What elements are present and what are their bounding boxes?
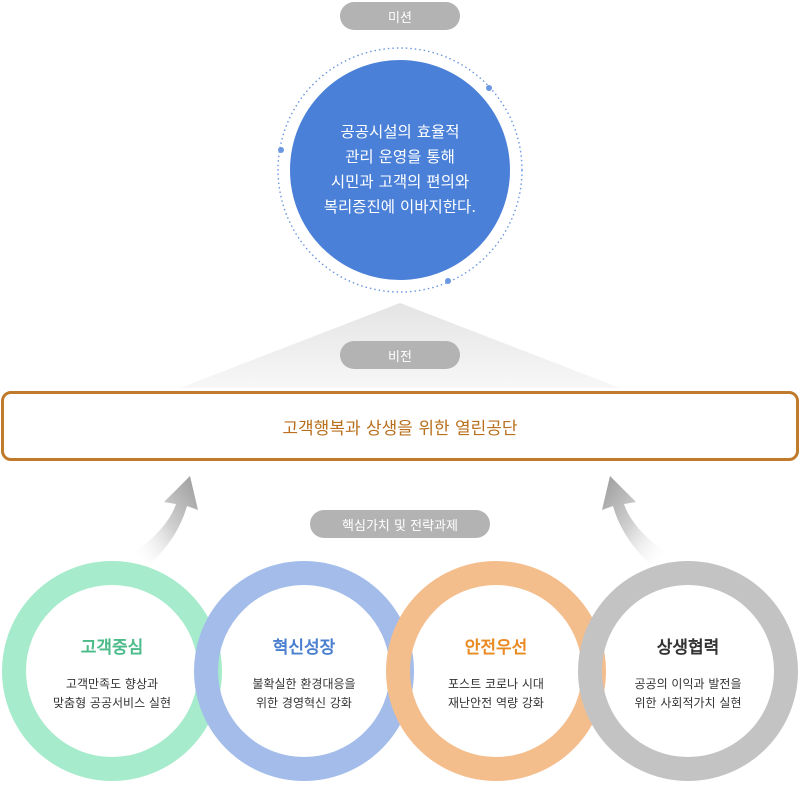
core-desc-innovation: 불확실한 환경대응을 위한 경영혁신 강화 bbox=[252, 677, 356, 710]
mission-orbit bbox=[277, 47, 523, 293]
core-desc-safety: 포스트 코로나 시대 재난안전 역량 강화 bbox=[448, 677, 544, 710]
vision-box: 고객행복과 상생을 위한 열린공단 bbox=[1, 391, 799, 461]
ring-innovation bbox=[194, 561, 414, 781]
core-values-label: 핵심가치 및 전략과제 bbox=[310, 510, 490, 538]
orbit-dot bbox=[445, 278, 451, 284]
orbit-dot bbox=[278, 147, 284, 153]
orbit-dot bbox=[486, 85, 492, 91]
core-title-safety: 안전우선 bbox=[464, 638, 528, 658]
vision-label: 비전 bbox=[340, 341, 460, 369]
core-desc-customer: 고객만족도 향상과 맞춤형 공공서비스 실현 bbox=[52, 677, 172, 710]
ring-customer bbox=[2, 561, 222, 781]
core-title-cooperation: 상생협력 bbox=[656, 638, 720, 658]
ring-safety bbox=[386, 561, 606, 781]
up-arrow-left-icon bbox=[135, 476, 198, 564]
mission-label: 미션 bbox=[340, 2, 460, 30]
core-title-innovation: 혁신성장 bbox=[272, 638, 336, 658]
ring-cooperation bbox=[578, 561, 798, 781]
core-desc-cooperation: 공공의 이익과 발전을 위한 사회적가치 실현 bbox=[634, 677, 742, 710]
mission-text: 공공시설의 효율적 관리 운영을 통해 시민과 고객의 편의와 복리증진에 이바… bbox=[323, 123, 477, 216]
up-arrow-right-icon bbox=[602, 476, 665, 564]
core-title-customer: 고객중심 bbox=[80, 638, 144, 658]
vision-text: 고객행복과 상생을 위한 열린공단 bbox=[282, 418, 518, 439]
mission-circle bbox=[290, 60, 510, 280]
